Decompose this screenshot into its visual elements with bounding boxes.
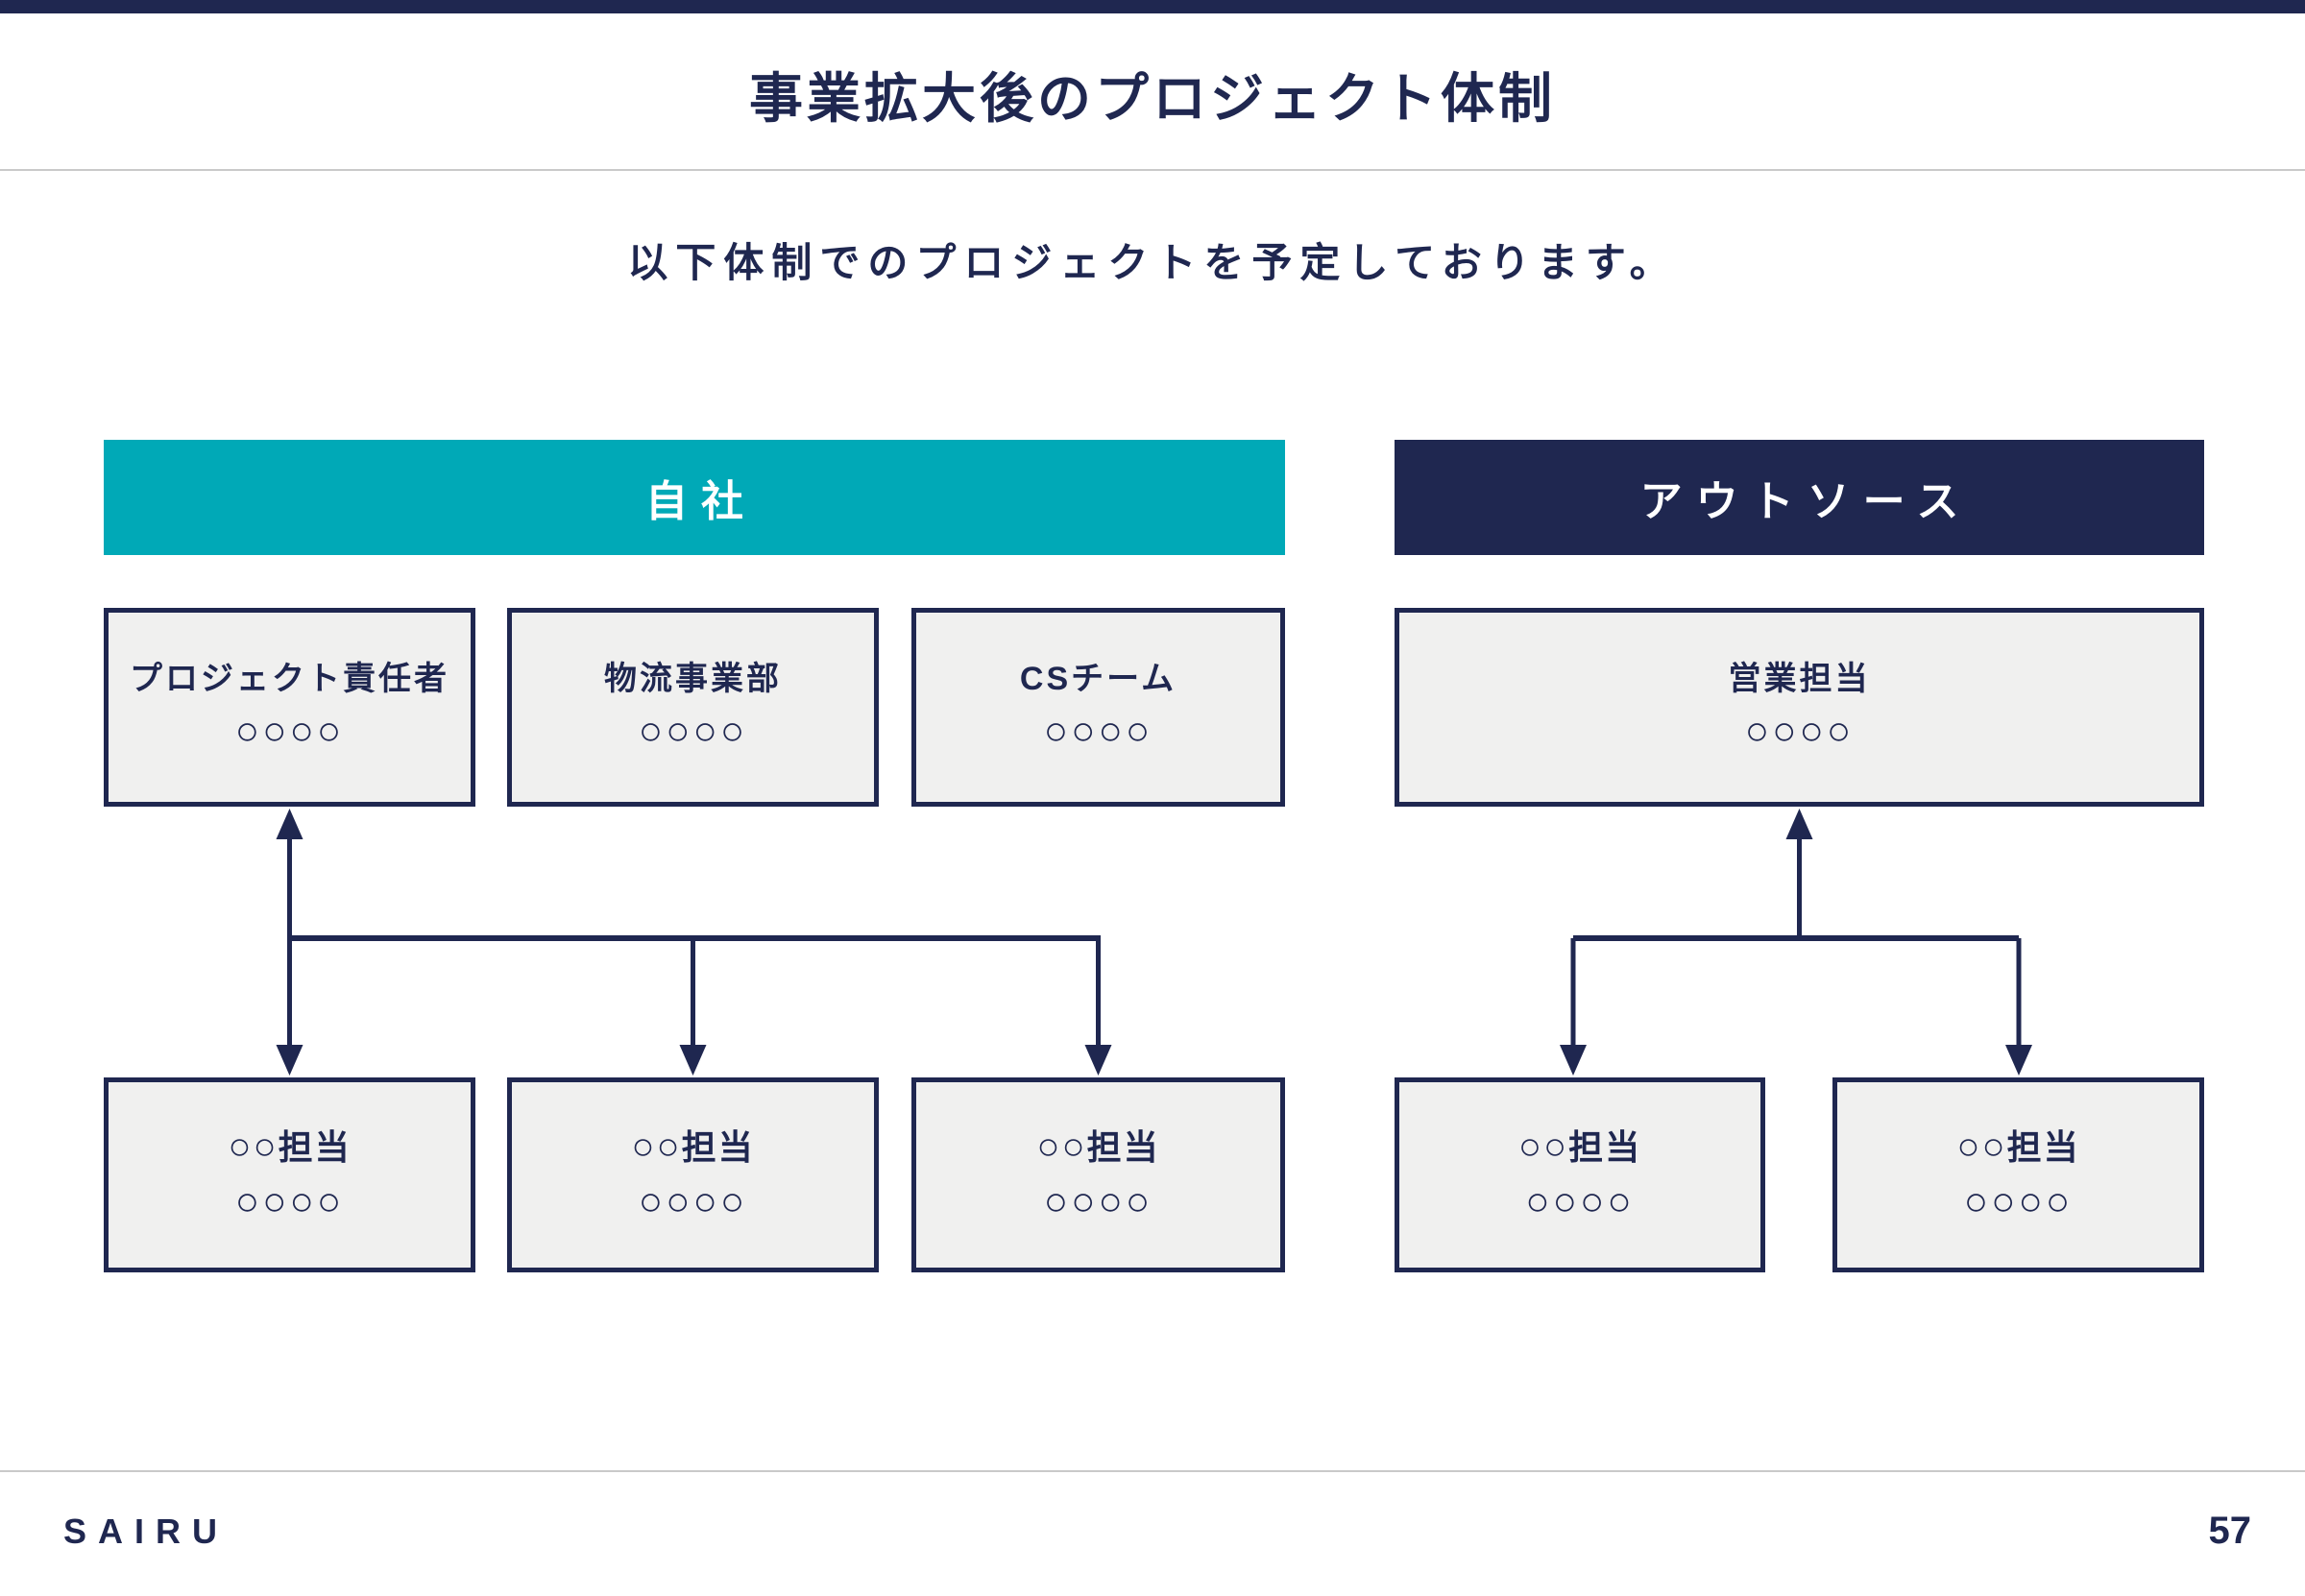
box-members: ○○○○ xyxy=(234,708,345,754)
arrow-down-outsource-staff-1 xyxy=(1560,1045,1587,1076)
box-title-circles: ○○ xyxy=(1036,1125,1087,1169)
slide-subtitle: 以下体制でのプロジェクトを予定しております。 xyxy=(627,240,1678,285)
box-sales-rep: 営業担当 ○○○○ xyxy=(1395,608,2204,807)
page-title: 事業拡大後のプロジェクト体制 xyxy=(749,68,1556,129)
footer-divider xyxy=(0,1470,2305,1472)
box-outsource-staff-1: ○○担当 ○○○○ xyxy=(1395,1077,1765,1272)
box-title: CSチーム xyxy=(1019,660,1177,697)
section-header-outsource: アウトソース xyxy=(1395,440,2204,555)
box-members: ○○○○ xyxy=(1963,1178,2074,1224)
box-members: ○○○○ xyxy=(1744,708,1855,754)
box-title-circles: ○○ xyxy=(1956,1125,2007,1169)
box-title-circles: ○○ xyxy=(1517,1125,1569,1169)
box-members: ○○○○ xyxy=(234,1178,345,1224)
arrow-down-own-staff-3 xyxy=(1084,1045,1112,1076)
box-title: プロジェクト責任者 xyxy=(130,660,449,697)
box-outsource-staff-2: ○○担当 ○○○○ xyxy=(1832,1077,2204,1272)
box-title-role: 担当 xyxy=(278,1127,352,1168)
box-own-staff-1: ○○担当 ○○○○ xyxy=(104,1077,475,1272)
box-title-role: 担当 xyxy=(681,1127,755,1168)
section-header-outsource-label: アウトソース xyxy=(1639,478,1973,525)
box-members: ○○○○ xyxy=(638,1178,748,1224)
box-members: ○○○○ xyxy=(638,708,748,754)
box-title-circles: ○○ xyxy=(631,1125,682,1169)
arrow-up-own-lead xyxy=(276,809,303,839)
box-title-role: 担当 xyxy=(1086,1127,1160,1168)
box-project-lead: プロジェクト責任者 ○○○○ xyxy=(104,608,475,807)
box-members: ○○○○ xyxy=(1043,708,1153,754)
top-accent-bar xyxy=(0,0,2305,13)
arrow-down-outsource-staff-2 xyxy=(2005,1045,2032,1076)
box-title: 物流事業部 xyxy=(604,660,782,697)
box-title: ○○担当 xyxy=(228,1125,351,1168)
box-title: ○○担当 xyxy=(1956,1125,2079,1168)
arrow-up-outsource-sales xyxy=(1785,809,1813,839)
section-header-own-company: 自社 xyxy=(104,440,1285,555)
box-title-circles: ○○ xyxy=(228,1125,279,1169)
box-title: 営業担当 xyxy=(1728,660,1871,697)
section-header-own-label: 自社 xyxy=(645,478,757,525)
box-members: ○○○○ xyxy=(1525,1178,1635,1224)
box-logistics-division: 物流事業部 ○○○○ xyxy=(507,608,879,807)
box-title-role: 担当 xyxy=(2006,1127,2080,1168)
box-members: ○○○○ xyxy=(1043,1178,1153,1224)
box-title: ○○担当 xyxy=(1518,1125,1641,1168)
arrow-down-own-staff-2 xyxy=(679,1045,707,1076)
arrow-down-own-staff-1 xyxy=(276,1045,303,1076)
company-logo: SAIRU xyxy=(63,1511,230,1551)
page-number: 57 xyxy=(2208,1510,2252,1552)
box-title-role: 担当 xyxy=(1568,1127,1642,1168)
header-divider xyxy=(0,169,2305,171)
box-own-staff-3: ○○担当 ○○○○ xyxy=(911,1077,1285,1272)
box-title: ○○担当 xyxy=(631,1125,754,1168)
box-title: ○○担当 xyxy=(1036,1125,1159,1168)
box-cs-team: CSチーム ○○○○ xyxy=(911,608,1285,807)
box-own-staff-2: ○○担当 ○○○○ xyxy=(507,1077,879,1272)
